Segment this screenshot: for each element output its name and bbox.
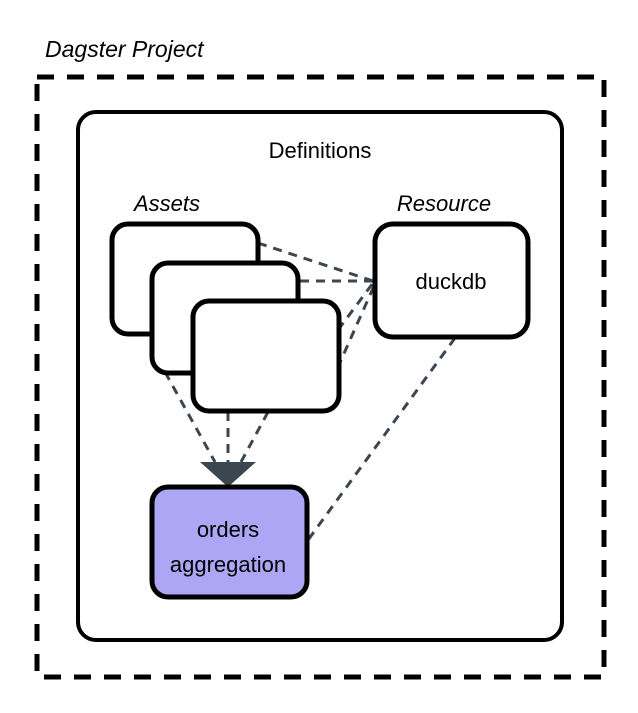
assets-section-label: Assets bbox=[132, 191, 200, 216]
orders-aggregation-label-line1: orders bbox=[197, 517, 259, 542]
edge-asset1-duckdb bbox=[257, 241, 374, 283]
orders-aggregation-label-line2: aggregation bbox=[170, 552, 286, 577]
definitions-label: Definitions bbox=[269, 138, 372, 163]
resource-section-label: Resource bbox=[397, 191, 491, 216]
dagster-project-title: Dagster Project bbox=[45, 36, 205, 62]
duckdb-node-label: duckdb bbox=[416, 269, 487, 294]
duckdb-node[interactable] bbox=[372, 221, 531, 340]
orders-aggregation-node[interactable] bbox=[149, 484, 310, 600]
dagster-project-container bbox=[34, 74, 607, 680]
asset-card-3[interactable] bbox=[190, 298, 342, 414]
edge-duckdb-orders bbox=[306, 337, 457, 541]
edge-asset1-orders bbox=[163, 371, 217, 463]
edge-asset3-duckdb bbox=[336, 282, 375, 331]
arrowhead-icon bbox=[200, 462, 256, 487]
